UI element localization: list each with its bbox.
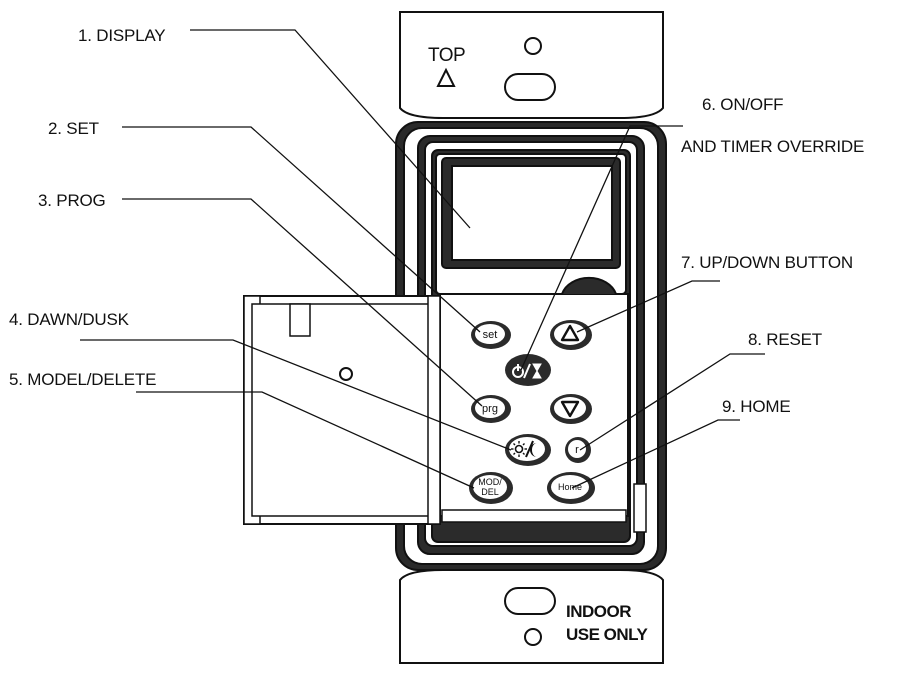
- prg-button[interactable]: prg: [471, 395, 511, 423]
- set-button[interactable]: set: [471, 321, 511, 349]
- bottom-slot: [504, 587, 556, 615]
- callout-labels: 1. DISPLAY 2. SET 3. PROG 4. DAWN/DUSK 5…: [9, 26, 864, 416]
- up-button[interactable]: [550, 320, 592, 350]
- power-hourglass-icon: [512, 363, 542, 379]
- home-button[interactable]: Home: [547, 472, 595, 504]
- mod-del-label-line2: DEL: [481, 487, 499, 497]
- lcd-display: [451, 165, 613, 261]
- mod-del-label-line1: MOD/: [478, 477, 502, 487]
- home-button-label: Home: [558, 482, 582, 492]
- top-slot: [504, 73, 556, 101]
- buttons: set prg: [469, 320, 595, 504]
- reset-button[interactable]: r: [565, 437, 591, 463]
- label-home: 9. HOME: [722, 397, 791, 416]
- leader-home: [571, 419, 740, 489]
- triangle-up-icon: [560, 324, 580, 342]
- wall-plate-top: TOP: [399, 11, 664, 119]
- sun-moon-icon: [511, 440, 537, 458]
- label-dawn-dusk: 4. DAWN/DUSK: [9, 310, 130, 329]
- top-screw-hole: [524, 37, 542, 55]
- dawn-dusk-button[interactable]: [505, 434, 551, 466]
- leader-prog: [122, 198, 483, 407]
- leader-set: [122, 126, 481, 333]
- top-arrow-icon: [436, 67, 456, 87]
- on-off-timer-override-button[interactable]: [505, 354, 551, 386]
- leader-model-delete: [136, 391, 475, 489]
- cover-hole: [339, 367, 353, 381]
- label-up-down: 7. UP/DOWN BUTTON: [681, 253, 853, 272]
- use-only-label: USE ONLY: [566, 625, 649, 644]
- mod-del-button[interactable]: MOD/ DEL: [469, 472, 513, 504]
- label-reset: 8. RESET: [748, 330, 822, 349]
- label-display: 1. DISPLAY: [78, 26, 165, 45]
- indoor-label: INDOOR: [566, 602, 631, 621]
- leader-display: [190, 29, 471, 229]
- down-button[interactable]: [550, 394, 592, 424]
- label-timer-override: AND TIMER OVERRIDE: [681, 137, 864, 156]
- label-prog: 3. PROG: [38, 191, 106, 210]
- leader-dawn-dusk: [80, 339, 512, 451]
- leader-lines: [80, 29, 765, 489]
- top-label: TOP: [428, 45, 465, 66]
- label-model-delete: 5. MODEL/DELETE: [9, 370, 156, 389]
- label-set: 2. SET: [48, 119, 99, 138]
- leader-on-off: [520, 125, 683, 371]
- bottom-screw-hole: [524, 628, 542, 646]
- wall-plate-bottom: INDOOR USE ONLY: [399, 569, 664, 664]
- reset-button-label: r: [575, 444, 579, 456]
- label-on-off: 6. ON/OFF: [702, 95, 783, 114]
- prg-button-label: prg: [482, 403, 498, 415]
- leader-up-down: [576, 280, 720, 333]
- triangle-down-icon: [560, 400, 580, 418]
- open-cover[interactable]: [243, 295, 441, 525]
- set-button-label: set: [483, 329, 498, 341]
- leader-reset: [579, 353, 765, 451]
